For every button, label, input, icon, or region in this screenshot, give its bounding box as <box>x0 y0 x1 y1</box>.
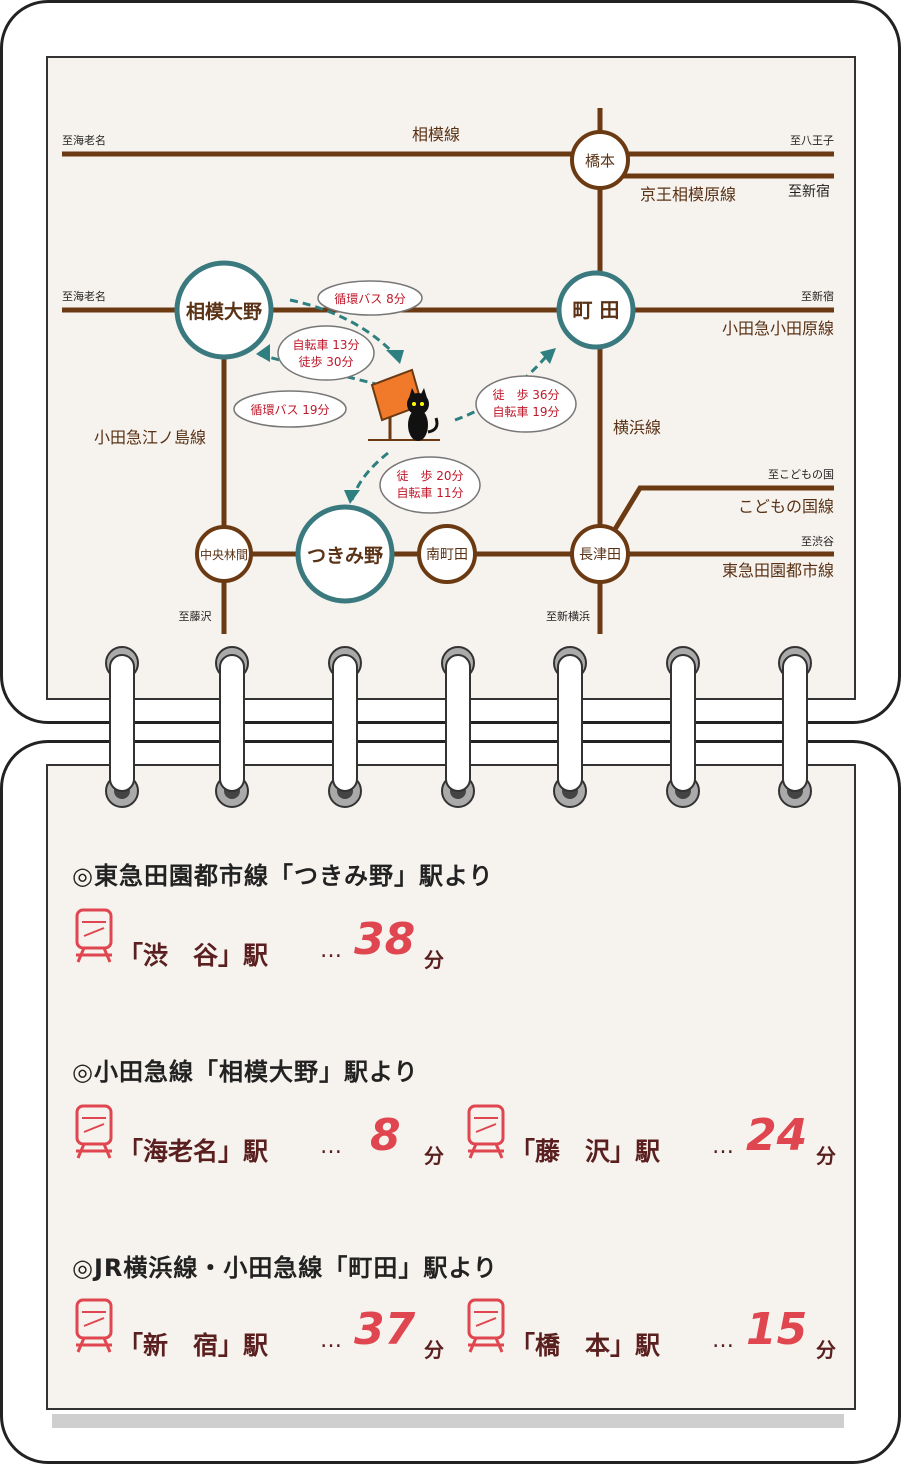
route-dots: … <box>320 1328 342 1353</box>
ring-icon <box>778 646 812 808</box>
route-dots: … <box>320 938 342 963</box>
route-unit: 分 <box>816 1144 836 1168</box>
station-minamimachida[interactable]: 南町田 <box>417 524 477 584</box>
train-icon <box>75 1298 113 1353</box>
station-machida[interactable]: 町 田 <box>556 270 636 350</box>
svg-text:徒 歩 36分: 徒 歩 36分 <box>492 387 559 402</box>
station-nagatsuta[interactable]: 長津田 <box>570 524 630 584</box>
station-label: 橋本 <box>585 152 615 170</box>
direction-shinjuku-2: 至新宿 <box>801 289 834 303</box>
route-unit: 分 <box>424 1338 444 1362</box>
train-icon <box>75 908 113 963</box>
direction-kodomo: 至こどもの国 <box>768 468 834 481</box>
ring-icon <box>105 646 139 808</box>
section-title-tsukimino: ◎東急田園都市線「つきみ野」駅より <box>72 862 494 890</box>
svg-text:自転車 11分: 自転車 11分 <box>396 486 463 500</box>
station-label: 中央林間 <box>200 547 248 562</box>
station-label: つきみ野 <box>307 545 383 567</box>
svg-text:徒 歩 20分: 徒 歩 20分 <box>396 468 463 483</box>
bubble-bus-19: 循環バス 19分 <box>233 390 347 428</box>
paper-shadow <box>52 1414 844 1428</box>
svg-text:循環バス 8分: 循環バス 8分 <box>334 292 405 306</box>
train-icon <box>75 1104 113 1159</box>
train-icon <box>467 1298 505 1353</box>
svg-text:徒歩 30分: 徒歩 30分 <box>298 354 353 369</box>
station-hashimoto[interactable]: 橋本 <box>570 130 630 190</box>
route-dots: … <box>320 1134 342 1159</box>
binder-rings <box>105 646 812 808</box>
station-label: 南町田 <box>426 547 468 563</box>
bubble-bus-8: 循環バス 8分 <box>317 280 423 316</box>
route-minutes-shibuya: 38 <box>354 914 416 965</box>
direction-shinyokohama: 至新横浜 <box>546 609 590 623</box>
line-label-yokohama: 横浜線 <box>613 418 661 437</box>
station-label: 長津田 <box>579 547 621 563</box>
bubble-walk-bike-machida: 徒 歩 36分 自転車 19分 <box>475 375 577 433</box>
route-minutes-shinjuku: 37 <box>354 1304 416 1355</box>
line-label-sagami: 相模線 <box>412 125 460 144</box>
line-label-odakyu-odawara: 小田急小田原線 <box>722 319 834 338</box>
route-dest-shinjuku: 「新 宿」駅 <box>118 1331 269 1360</box>
station-chuorinkan[interactable]: 中央林間 <box>195 525 253 583</box>
line-label-keio: 京王相模原線 <box>640 185 736 204</box>
line-label-denentoshi: 東急田園都市線 <box>722 561 834 580</box>
direction-shibuya: 至渋谷 <box>801 535 834 548</box>
route-dest-fujisawa: 「藤 沢」駅 <box>510 1137 661 1166</box>
station-label: 相模大野 <box>186 300 262 323</box>
ring-icon <box>215 646 249 808</box>
route-dots: … <box>712 1328 734 1353</box>
route-minutes-hashimoto: 15 <box>746 1304 808 1355</box>
station-label: 町 田 <box>573 298 620 322</box>
direction-fujisawa: 至藤沢 <box>179 609 212 623</box>
section-title-machida: ◎JR横浜線・小田急線「町田」駅より <box>72 1254 498 1282</box>
line-label-kodomo: こどもの国線 <box>738 497 834 516</box>
svg-text:自転車 19分: 自転車 19分 <box>492 405 559 419</box>
station-sagamiono[interactable]: 相模大野 <box>174 260 274 360</box>
direction-hachioji: 至八王子 <box>790 134 834 147</box>
direction-ebina: 至海老名 <box>62 133 106 147</box>
route-unit: 分 <box>424 948 444 972</box>
route-dest-ebina: 「海老名」駅 <box>118 1137 269 1166</box>
route-unit: 分 <box>424 1144 444 1168</box>
bubble-walk-bike-tsukimino: 徒 歩 20分 自転車 11分 <box>379 456 481 514</box>
direction-ebina-2: 至海老名 <box>62 289 106 303</box>
route-minutes-ebina: 8 <box>370 1110 401 1161</box>
access-sheet <box>46 764 856 1410</box>
route-dest-hashimoto: 「橋 本」駅 <box>510 1331 661 1360</box>
train-icon <box>467 1104 505 1159</box>
ring-icon <box>666 646 700 808</box>
ring-icon <box>553 646 587 808</box>
svg-text:自転車 13分: 自転車 13分 <box>292 338 359 352</box>
station-tsukimino[interactable]: つきみ野 <box>295 504 395 604</box>
route-unit: 分 <box>816 1338 836 1362</box>
route-minutes-fujisawa: 24 <box>746 1110 808 1161</box>
route-dest-shibuya: 「渋 谷」駅 <box>118 941 269 970</box>
ring-icon <box>328 646 362 808</box>
svg-text:循環バス 19分: 循環バス 19分 <box>250 403 329 417</box>
direction-shinjuku: 至新宿 <box>788 183 830 200</box>
bubble-bike-walk-sagamiono: 自転車 13分 徒歩 30分 <box>277 325 375 381</box>
route-dots: … <box>712 1134 734 1159</box>
section-title-sagamiono: ◎小田急線「相模大野」駅より <box>72 1058 419 1086</box>
house-sign-with-cat-icon <box>368 368 440 441</box>
ring-icon <box>441 646 475 808</box>
route-map: 橋本 相模大野 町 田 中央林間 つきみ野 南町田 長津田 相模線 <box>62 108 834 634</box>
line-label-odakyu-enoshima: 小田急江ノ島線 <box>94 428 206 447</box>
